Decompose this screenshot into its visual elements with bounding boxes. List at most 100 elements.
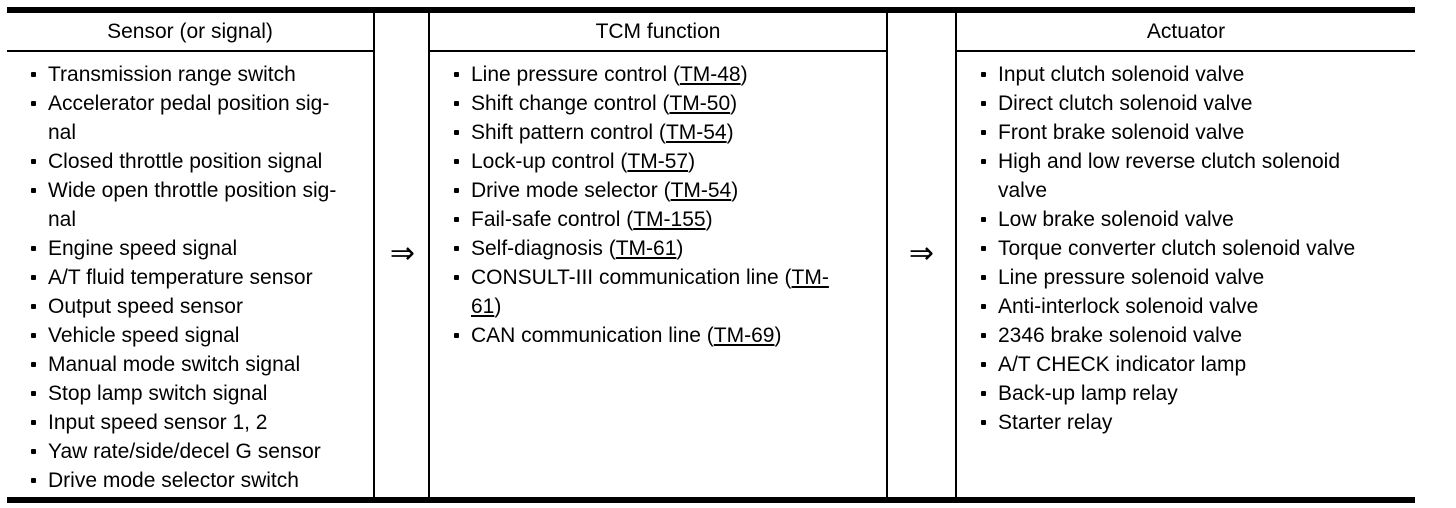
actuator-column-header: Actuator — [957, 13, 1415, 52]
list-item: Wide open throttle position sig- nal — [31, 176, 367, 234]
item-text: Engine speed signal — [48, 237, 238, 260]
list-item: Lock-up control (TM-57) — [454, 147, 880, 176]
item-text: Drive mode selector ( — [471, 179, 671, 202]
item-text: Shift pattern control ( — [471, 121, 666, 144]
list-item: Self-diagnosis (TM-61) — [454, 234, 880, 263]
item-text: Stop lamp switch signal — [48, 382, 268, 405]
list-item: High and low reverse clutch solenoid val… — [981, 147, 1409, 205]
list-item: A/T CHECK indicator lamp — [981, 350, 1409, 379]
list-item: Input clutch solenoid valve — [981, 60, 1409, 89]
list-item: Input speed sensor 1, 2 — [31, 408, 367, 437]
item-text: ) — [730, 92, 738, 115]
item-text: Wide open throttle position sig- nal — [48, 179, 337, 231]
list-item: Stop lamp switch signal — [31, 379, 367, 408]
item-text: ) — [688, 150, 696, 173]
flow-arrow-sensor-to-tcm: ⇒ — [389, 236, 416, 270]
tm-page-link[interactable]: TM-50 — [669, 92, 731, 115]
tm-page-link[interactable]: TM-54 — [670, 179, 732, 202]
item-text: Direct clutch solenoid valve — [998, 92, 1253, 115]
tm-page-link[interactable]: TM-155 — [633, 208, 706, 231]
item-text: ) — [774, 324, 782, 347]
list-item: CAN communication line (TM-69) — [454, 321, 880, 350]
bottom-rule — [7, 497, 1415, 503]
flow-arrow-tcm-to-actuator: ⇒ — [908, 236, 935, 270]
item-text: Front brake solenoid valve — [998, 121, 1245, 144]
item-text: Lock-up control ( — [471, 150, 628, 173]
item-text: Fail-safe control ( — [471, 208, 634, 231]
item-text: Line pressure control ( — [471, 63, 680, 86]
list-item: A/T fluid temperature sensor — [31, 263, 367, 292]
item-text: Input clutch solenoid valve — [998, 63, 1245, 86]
list-item: Low brake solenoid valve — [981, 205, 1409, 234]
item-text: Line pressure solenoid valve — [998, 266, 1265, 289]
item-text: Anti-interlock solenoid valve — [998, 295, 1259, 318]
item-text: Input speed sensor 1, 2 — [48, 411, 268, 434]
list-item: Line pressure solenoid valve — [981, 263, 1409, 292]
list-item: Fail-safe control (TM-155) — [454, 205, 880, 234]
top-rule — [7, 7, 1415, 13]
list-item: Yaw rate/side/decel G sensor — [31, 437, 367, 466]
tm-page-link[interactable]: TM-57 — [627, 150, 689, 173]
item-text: Drive mode selector switch — [48, 469, 299, 492]
tm-page-link[interactable]: TM- — [791, 266, 829, 289]
item-text: A/T fluid temperature sensor — [48, 266, 313, 289]
tm-page-link[interactable]: TM-54 — [665, 121, 727, 144]
tm-page-link[interactable]: TM-69 — [713, 324, 775, 347]
item-text: Starter relay — [998, 411, 1113, 434]
list-item: Accelerator pedal position sig- nal — [31, 89, 367, 147]
list-item: Shift change control (TM-50) — [454, 89, 880, 118]
tm-page-link[interactable]: 61 — [471, 295, 495, 318]
item-text: ) — [494, 295, 502, 318]
item-text: Vehicle speed signal — [48, 324, 240, 347]
sensor-column: Sensor (or signal) Transmission range sw… — [7, 13, 375, 497]
list-item: Transmission range switch — [31, 60, 367, 89]
tm-page-link[interactable]: TM-61 — [615, 237, 677, 260]
list-item: Vehicle speed signal — [31, 321, 367, 350]
item-text: ) — [740, 63, 748, 86]
list-item: Shift pattern control (TM-54) — [454, 118, 880, 147]
item-text: High and low reverse clutch solenoid val… — [998, 150, 1341, 202]
item-text: Back-up lamp relay — [998, 382, 1178, 405]
list-item: Direct clutch solenoid valve — [981, 89, 1409, 118]
list-item: Line pressure control (TM-48) — [454, 60, 880, 89]
item-text: Output speed sensor — [48, 295, 243, 318]
list-item: Starter relay — [981, 408, 1409, 437]
item-text: Manual mode switch signal — [48, 353, 301, 376]
item-text: Self-diagnosis ( — [471, 237, 616, 260]
list-item: Output speed sensor — [31, 292, 367, 321]
item-text: ) — [705, 208, 713, 231]
tcm-function-column: TCM function Line pressure control (TM-4… — [428, 13, 888, 497]
item-text: ) — [676, 237, 684, 260]
list-item: Drive mode selector switch — [31, 466, 367, 495]
item-text: CONSULT-III communication line ( — [471, 266, 792, 289]
sensor-column-header: Sensor (or signal) — [7, 13, 373, 52]
tcm-function-column-header: TCM function — [430, 13, 886, 52]
list-item: Back-up lamp relay — [981, 379, 1409, 408]
item-text: Accelerator pedal position sig- nal — [48, 92, 330, 144]
item-text: Transmission range switch — [48, 63, 296, 86]
item-text: ) — [726, 121, 734, 144]
tm-page-link[interactable]: TM-48 — [679, 63, 741, 86]
list-item: Front brake solenoid valve — [981, 118, 1409, 147]
item-text: CAN communication line ( — [471, 324, 714, 347]
tcm-io-flow-diagram: Sensor (or signal) Transmission range sw… — [7, 7, 1415, 503]
item-text: ) — [731, 179, 739, 202]
item-text: Yaw rate/side/decel G sensor — [48, 440, 321, 463]
item-text: 2346 brake solenoid valve — [998, 324, 1243, 347]
tcm-function-list: Line pressure control (TM-48)Shift chang… — [430, 52, 886, 350]
list-item: CONSULT-III communication line (TM- 61) — [454, 263, 880, 321]
list-item: Closed throttle position signal — [31, 147, 367, 176]
item-text: Closed throttle position signal — [48, 150, 323, 173]
item-text: Shift change control ( — [471, 92, 670, 115]
item-text: Low brake solenoid valve — [998, 208, 1234, 231]
item-text: A/T CHECK indicator lamp — [998, 353, 1247, 376]
list-item: 2346 brake solenoid valve — [981, 321, 1409, 350]
list-item: Engine speed signal — [31, 234, 367, 263]
list-item: Anti-interlock solenoid valve — [981, 292, 1409, 321]
list-item: Manual mode switch signal — [31, 350, 367, 379]
list-item: Drive mode selector (TM-54) — [454, 176, 880, 205]
